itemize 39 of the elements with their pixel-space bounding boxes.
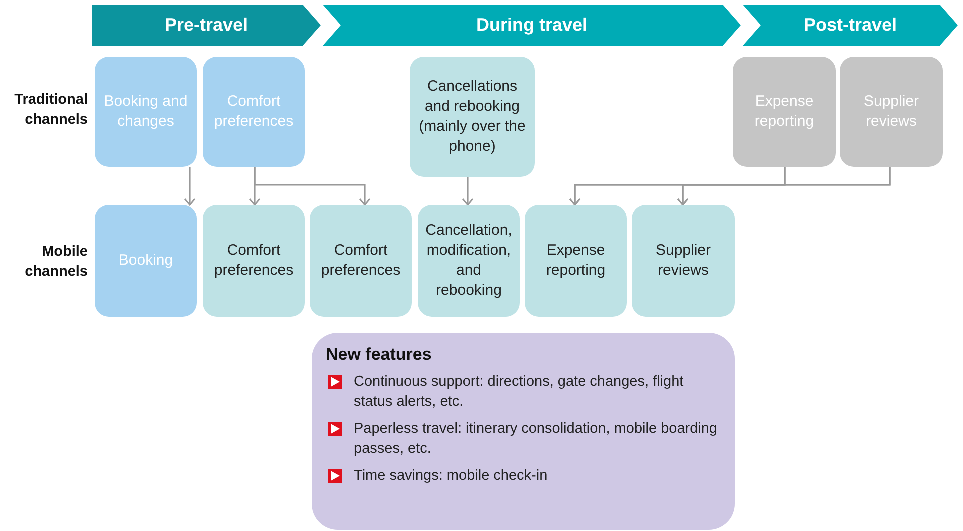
arrow [254,167,371,206]
box-text: Comfort preferences [213,241,295,281]
channel-box [410,57,535,177]
features-panel [312,333,735,530]
arrow [462,177,474,206]
phase-banner [92,5,321,46]
phase-label: During travel [476,15,588,36]
feature-text: Paperless travel: itinerary consolidation, mobile boarding passes, etc. [354,420,718,459]
arrow [184,167,196,206]
panel-heading: New features [326,345,433,365]
row-label: Traditional channels [14,91,88,130]
box-text: Comfort preferences [320,241,402,281]
box-text: Cancellation, modification, and rebooking [424,221,514,301]
phase-banner [323,5,741,46]
box-text: Supplier reviews [654,241,712,281]
feature-text: Continuous support: directions, gate changes, flight status alerts, etc. [354,373,685,412]
box-text: Booking and changes [103,92,189,132]
channel-box [733,57,836,167]
box-text: Supplier reviews [862,92,920,132]
channel-box [525,205,627,317]
channel-box [203,205,305,317]
channel-box [840,57,943,167]
row-label: Mobile channels [24,243,88,282]
channel-box [418,205,520,317]
box-text: Expense reporting [754,92,816,132]
channel-box [95,57,197,167]
box-text: Comfort preferences [213,92,295,132]
channel-box [632,205,735,317]
phase-banner [743,5,958,46]
channel-box [310,205,412,317]
box-text: Expense reporting [545,241,607,281]
phase-label: Pre-travel [164,15,248,36]
feature-text: Time savings: mobile check-in [354,467,548,486]
channel-box [95,205,197,317]
arrow [677,167,891,206]
channel-box [203,57,305,167]
box-text: Booking [118,251,174,271]
box-text: Cancellations and rebooking (mainly over the phone) [418,77,527,157]
phase-label: Post-travel [804,15,898,36]
